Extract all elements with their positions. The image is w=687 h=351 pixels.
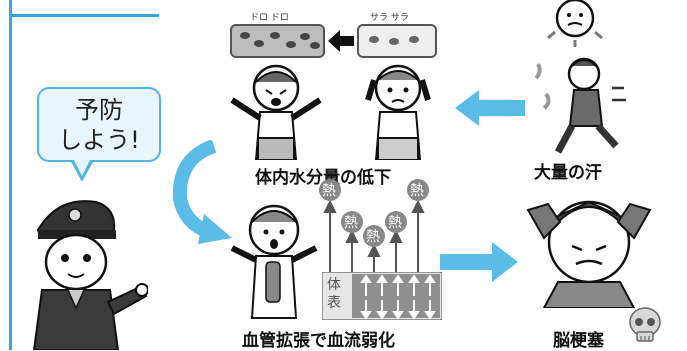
heat-bubble-5 [407,179,429,201]
arrow-left-icon [328,30,354,52]
caption-dehydration: 体内水分量の低下 [255,168,391,188]
thick-blood-sfx: ドロ ドロ [250,13,289,23]
frame-left-border [9,0,12,350]
caption-sweat: 大量の汗 [534,163,602,183]
speech-bubble-tail-fill [73,158,91,176]
heat-bubble-3 [363,225,385,247]
caption-vasodilation: 血管拡張で血流弱化 [242,331,395,351]
distressed-child-illustration [230,64,322,160]
arrow-sweat-to-dehydration [455,90,525,126]
heat-radiation-arrows [323,199,425,276]
caption-stroke: 脳梗塞 [553,331,604,351]
body-surface-panel [322,272,442,320]
arrow-vasodilation-to-stroke [440,242,518,282]
smooth-blood-vessel-illustration [357,24,437,58]
bubble-line-1: 予防 [75,96,123,124]
sweating-runner-illustration [534,57,626,154]
police-officer-illustration [32,200,148,350]
smooth-blood-sfx: サラ サラ [370,13,409,23]
child-with-thermometer-illustration [230,204,318,319]
heat-bubble-4 [385,211,407,233]
body-surface-label: 体表 [327,277,341,311]
stroke-headache-man-illustration [526,200,652,308]
heat-label-5: 熱 [410,183,424,199]
heat-label-1: 熱 [322,183,336,199]
bubble-line-2: しよう! [58,126,140,154]
heat-label-3: 熱 [366,229,380,245]
heat-label-2: 熱 [344,215,358,231]
frame-top-border [9,14,159,17]
sun-icon [547,0,603,47]
heat-bubble-1 [319,179,341,201]
speech-bubble: 予防 しよう! [37,87,161,162]
thick-blood-vessel-illustration [230,24,325,58]
heat-label-4: 熱 [388,215,402,231]
skull-icon [629,307,661,342]
worried-child-illustration [365,64,431,160]
heat-bubble-2 [341,211,363,233]
curved-arrow-dehydration-to-vasodilation [172,140,232,244]
